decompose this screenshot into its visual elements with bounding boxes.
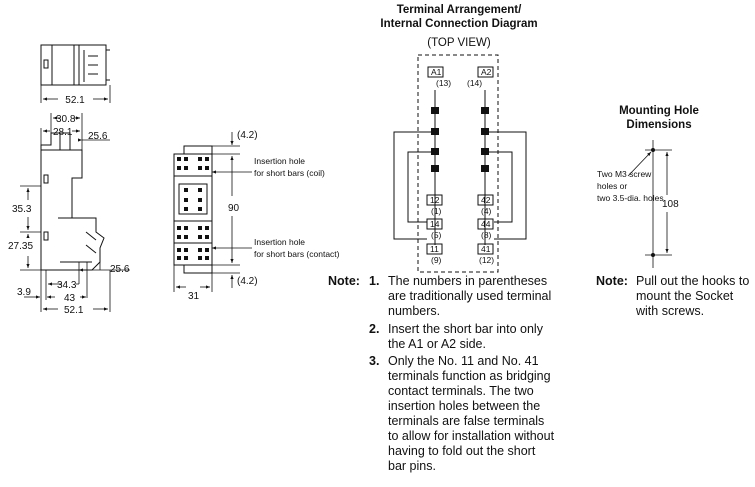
mounting-hole-top: [651, 148, 655, 152]
dim-25-6-top-label: 25.6: [88, 131, 108, 142]
side-dims-top: [40, 113, 110, 150]
screw-label-2: holes or: [597, 181, 627, 191]
terminal-42-old: (4): [481, 206, 492, 216]
terminal-a1: A1: [431, 67, 442, 77]
note-2-line-2: the A1 or A2 side.: [388, 337, 486, 351]
terminal-diagram: [393, 54, 527, 273]
dim-27-35-label: 27.35: [8, 241, 33, 252]
dim-43-label: 43: [64, 293, 76, 304]
dim-34-3-label: 34.3: [57, 280, 77, 291]
terminal-44: 44: [481, 219, 491, 229]
side-dims-left: [20, 185, 41, 271]
note-3-line-7: having to fold out the short: [388, 444, 536, 458]
dim-52-1-bottom-label: 52.1: [64, 305, 84, 316]
note-3-line-5: terminals are false terminals: [388, 414, 545, 428]
dim-31-label: 31: [188, 291, 200, 302]
front-view-outline: [173, 145, 213, 274]
note-3-line-2: terminals function as bridging: [388, 369, 551, 383]
terminal-41-old: (12): [479, 255, 494, 265]
dim-28-1-label: 28.1: [53, 127, 73, 138]
terminal-12-old: (1): [431, 206, 442, 216]
contact-hole-label-2: for short bars (contact): [254, 249, 340, 259]
note-3: 3. Only the No. 11 and No. 41 terminals …: [369, 354, 554, 473]
terminal-41: 41: [481, 244, 491, 254]
dim-4-2-bottom-label: (4.2): [237, 276, 258, 287]
note-1-line-1: The numbers in parentheses: [388, 274, 548, 288]
mounting-note-line-2: mount the Socket: [636, 289, 734, 303]
note-2: 2. Insert the short bar into only the A1…: [369, 322, 543, 351]
terminal-11: 11: [430, 244, 439, 254]
note-2-line-1: Insert the short bar into only: [388, 322, 543, 336]
terminal-14: 14: [430, 219, 440, 229]
terminal-contacts: [431, 107, 489, 172]
dim-52-1-top-label: 52.1: [65, 95, 85, 106]
mounting-hole-drawing: [627, 140, 672, 268]
coil-hole-label-2: for short bars (coil): [254, 168, 325, 178]
terminal-44-old: (8): [481, 230, 492, 240]
dim-90-label: 90: [228, 203, 240, 214]
mounting-note-label: Note:: [596, 274, 628, 288]
note-1-line-2: are traditionally used terminal: [388, 289, 552, 303]
dim-25-6-bottom-label: 25.6: [110, 264, 130, 275]
mounting-note-line-1: Pull out the hooks to: [636, 274, 750, 288]
note-3-line-4: insertion holes between the: [388, 399, 541, 413]
dim-3-9-label: 3.9: [17, 287, 31, 298]
mounting-title-2: Dimensions: [626, 119, 691, 131]
note-3-line-3: contact terminals. The two: [388, 384, 534, 398]
note-1: 1. The numbers in parentheses are tradit…: [369, 274, 551, 318]
notes-label: Note:: [328, 274, 360, 288]
dim-4-2-top-label: (4.2): [237, 130, 258, 141]
dim-108-label: 108: [662, 199, 679, 210]
note-3-line-8: bar pins.: [388, 459, 436, 473]
terminal-a1-old: (13): [436, 78, 451, 88]
top-view-outline: [40, 44, 110, 86]
terminal-subtitle: (TOP VIEW): [427, 37, 491, 49]
dim-30-8-label: 30.8: [56, 114, 76, 125]
terminal-title-2: Internal Connection Diagram: [380, 18, 537, 30]
terminal-12: 12: [430, 195, 440, 205]
terminal-11-old: (9): [431, 255, 442, 265]
terminal-a2-old: (14): [467, 78, 482, 88]
terminal-14-old: (5): [431, 230, 442, 240]
side-dims-bottom: [24, 255, 130, 312]
coil-hole-label-1: Insertion hole: [254, 156, 305, 166]
terminal-a2: A2: [481, 67, 492, 77]
front-view-dims: [173, 132, 252, 292]
terminal-42: 42: [481, 195, 491, 205]
terminal-title-1: Terminal Arrangement/: [397, 4, 522, 16]
front-view-pins: [177, 157, 209, 260]
note-2-number: 2.: [369, 322, 380, 336]
side-view-outline: [40, 132, 105, 271]
mounting-title-1: Mounting Hole: [619, 105, 699, 117]
screw-label-3: two 3.5-dia. holes: [597, 193, 664, 203]
mounting-hole-bottom: [651, 253, 655, 257]
screw-label-1: Two M3 screw: [597, 169, 652, 179]
note-3-line-1: Only the No. 11 and No. 41: [388, 354, 539, 368]
note-1-number: 1.: [369, 274, 380, 288]
mounting-note-line-3: with screws.: [636, 304, 705, 318]
contact-hole-label-1: Insertion hole: [254, 237, 305, 247]
note-3-line-6: to allow for installation without: [388, 429, 555, 443]
dim-52-1-top: [40, 85, 111, 103]
dim-35-3-label: 35.3: [12, 204, 32, 215]
note-1-line-3: numbers.: [388, 304, 441, 318]
note-3-number: 3.: [369, 354, 380, 368]
